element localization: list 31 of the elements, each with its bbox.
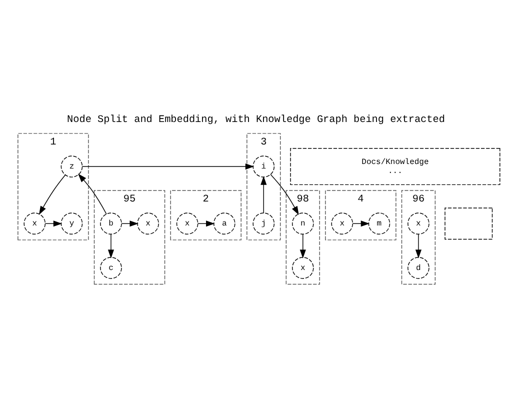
node-box: Docs/Knowledge ...	[290, 147, 500, 185]
node-circle: b	[100, 212, 122, 234]
node-circle: z	[60, 155, 83, 177]
node-circle: n	[292, 212, 314, 234]
node-circle: y	[60, 212, 83, 234]
node-circle: i	[252, 155, 275, 177]
node-circle: d	[408, 256, 430, 278]
arrow	[198, 220, 215, 226]
diagram-title: Node Split and Embedding, with Knowledge Graph being extracted	[67, 114, 445, 126]
arrow	[260, 176, 267, 213]
node-circle: x	[137, 212, 159, 234]
arrow	[38, 174, 66, 214]
arrow	[415, 233, 422, 258]
node-circle: c	[100, 256, 122, 278]
node-box	[444, 207, 493, 240]
node-circle: x	[408, 212, 430, 234]
arrow	[300, 233, 306, 258]
arrow	[108, 233, 114, 258]
arrow	[270, 174, 299, 215]
node-circle: x	[331, 212, 354, 234]
arrow	[45, 220, 62, 226]
node-circle: x	[292, 256, 314, 278]
node-circle: m	[368, 212, 390, 234]
node-circle: x	[24, 212, 46, 234]
node-circle: x	[176, 212, 198, 234]
node-circle: a	[213, 212, 236, 234]
arrow	[121, 220, 138, 226]
arrow	[352, 220, 370, 226]
node-circle: j	[252, 212, 275, 234]
arrow	[82, 162, 254, 170]
arrow	[78, 173, 107, 214]
